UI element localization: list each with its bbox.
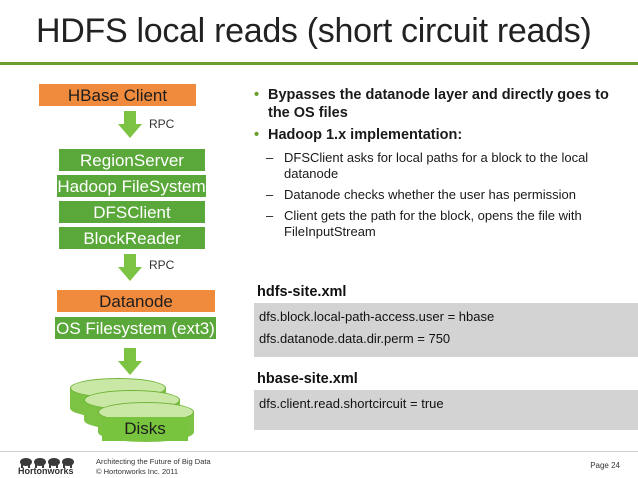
down-arrow-icon (118, 111, 142, 139)
hdfs-site-config: dfs.block.local-path-access.user = hbase… (254, 303, 638, 357)
os-filesystem-box: OS Filesystem (ext3) (54, 316, 217, 340)
sub-bullet-item: –Client gets the path for the block, ope… (266, 208, 582, 239)
sub-bullet-item: –DFSClient asks for local paths for a bl… (266, 150, 589, 181)
rpc-label: RPC (149, 258, 175, 272)
hbase-client-box: HBase Client (38, 83, 197, 107)
footer-rule (0, 451, 638, 452)
rpc-label: RPC (149, 117, 175, 131)
sub-bullet-item: –Datanode checks whether the user has pe… (266, 187, 576, 202)
page-number: Page 24 (590, 461, 620, 470)
hdfs-site-heading: hdfs-site.xml (257, 284, 347, 300)
bullet-item: Bypasses the datanode layer and directly… (254, 86, 634, 122)
config-line: dfs.block.local-path-access.user = hbase (259, 309, 495, 324)
disks-label: Disks (102, 417, 188, 441)
bullet-item: Hadoop 1.x implementation: (254, 126, 634, 144)
blockreader-box: BlockReader (58, 226, 206, 250)
bullet-list: Bypasses the datanode layer and directly… (254, 86, 634, 240)
datanode-box: Datanode (56, 289, 216, 313)
slide-title: HDFS local reads (short circuit reads) (36, 12, 592, 50)
hortonworks-logo: Hortonworks (18, 456, 82, 476)
dfsclient-box: DFSClient (58, 200, 206, 224)
regionserver-box: RegionServer (58, 148, 206, 172)
title-rule (0, 62, 638, 65)
elephant-icon (20, 458, 74, 468)
down-arrow-icon (118, 254, 142, 282)
footer-copyright: © Hortonworks Inc. 2011 (96, 467, 179, 476)
config-line: dfs.datanode.data.dir.perm = 750 (259, 331, 451, 346)
hbase-site-config: dfs.client.read.shortcircuit = true (254, 390, 638, 430)
down-arrow-icon (118, 348, 142, 376)
hadoop-filesystem-box: Hadoop FileSystem (56, 174, 207, 198)
hbase-site-heading: hbase-site.xml (257, 371, 358, 387)
footer-tagline: Architecting the Future of Big Data (96, 457, 211, 466)
config-line: dfs.client.read.shortcircuit = true (259, 396, 444, 411)
